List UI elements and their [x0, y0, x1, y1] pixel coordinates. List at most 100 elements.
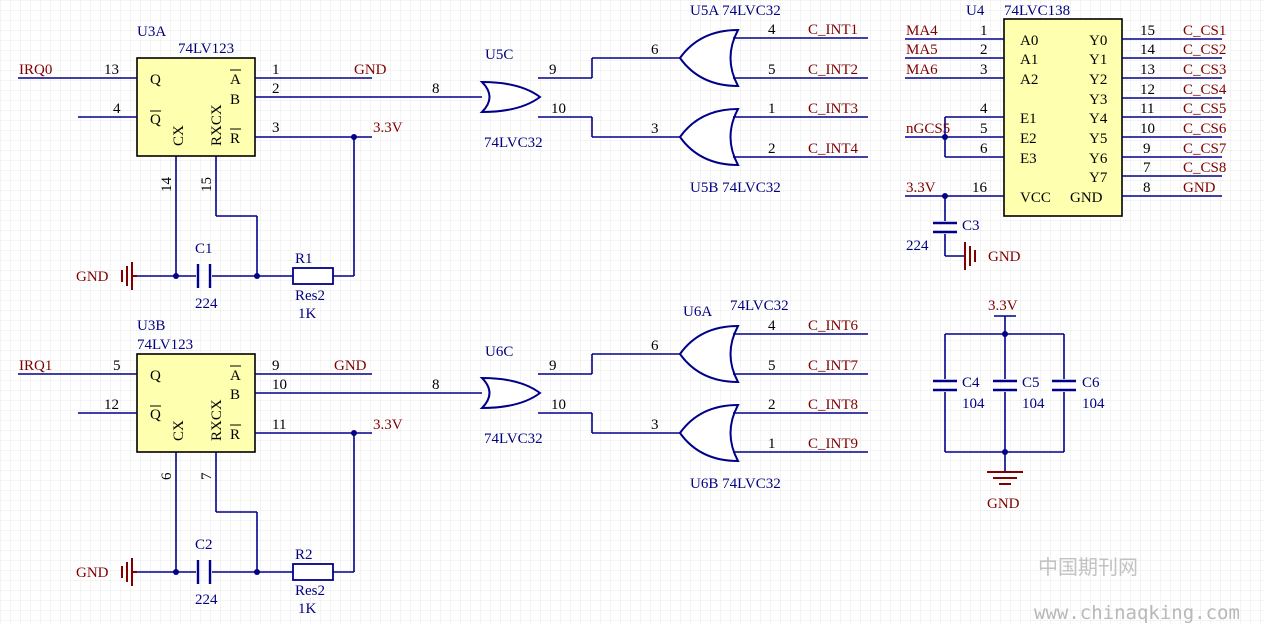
- u5a-or-gate: U5A 74LVC32 4 C_INT1 5 C_INT2: [678, 3, 868, 88]
- u4-pin-y5: Y5: [1089, 131, 1107, 147]
- u4-pin-y2: Y2: [1089, 72, 1107, 88]
- u3b-monostable: U3B 74LV123 Q Q A B R CX RXCX IRQ1 5 12 …: [18, 318, 482, 617]
- u3b-q-label: Q: [150, 368, 161, 384]
- u4-output-wires: [1122, 38, 1222, 197]
- u3b-cx-label: CX: [171, 420, 187, 441]
- c3-gnd-label: GND: [988, 249, 1021, 265]
- u3b-pin7: 7: [199, 472, 215, 480]
- c-int3-label: C_INT3: [808, 101, 858, 117]
- c1-gnd-label: GND: [76, 269, 109, 285]
- decoupling-capacitors: 3.3V C4 104 C5 104 C6 104 GND: [933, 298, 1105, 512]
- u5b-or-gate: U5B 74LVC32 1 C_INT3 2 C_INT4: [678, 101, 868, 196]
- u6a-part: 74LVC32: [730, 298, 789, 314]
- u4-num-14: 14: [1140, 42, 1156, 58]
- u3a-pin1: 1: [272, 62, 280, 78]
- u3a-pin15: 15: [199, 177, 215, 192]
- u4-pin-a2: A2: [1020, 72, 1038, 88]
- u3a-r-label: R: [230, 131, 240, 147]
- u5c-pin9: 9: [549, 62, 557, 78]
- c-int9-label: C_INT9: [808, 436, 858, 452]
- ground-symbol: [987, 471, 1023, 485]
- c5-value: 104: [1022, 396, 1045, 412]
- c-cs5-label: C_CS5: [1183, 101, 1226, 117]
- u5b-symbol: [678, 107, 740, 167]
- u3b-ref: U3B: [137, 318, 165, 334]
- u6c-part: 74LVC32: [484, 431, 543, 447]
- c1-junction-right: [254, 273, 260, 279]
- u4-pin-y6: Y6: [1089, 151, 1108, 167]
- c-int2-label: C_INT2: [808, 62, 858, 78]
- u6c-ref: U6C: [485, 344, 513, 360]
- c-cs4-label: C_CS4: [1183, 82, 1227, 98]
- r2-ref: R2: [295, 547, 313, 563]
- u4-pin-y4: Y4: [1089, 111, 1108, 127]
- c-cs8-label: C_CS8: [1183, 160, 1226, 176]
- u4-right-pins: Y0 Y1 Y2 Y3 Y4 Y5 Y6 Y7 GND: [1070, 33, 1108, 206]
- u3b-gnd-label: GND: [334, 358, 367, 374]
- u3b-pin11: 11: [272, 417, 286, 433]
- u3b-rxcx-label: RXCX: [209, 399, 225, 441]
- u4-pin-a1: A1: [1020, 52, 1038, 68]
- u4-num-3: 3: [980, 62, 988, 78]
- u3a-pin3: 3: [272, 120, 280, 136]
- u3b-qn-label: Q: [150, 407, 161, 423]
- u6b-pin1: 1: [768, 436, 776, 452]
- u4-num-5: 5: [980, 121, 988, 137]
- c-int4-label: C_INT4: [808, 141, 858, 157]
- u4-num-8: 8: [1143, 180, 1151, 196]
- r2-type: Res2: [295, 583, 325, 599]
- c-cs2-label: C_CS2: [1183, 42, 1226, 58]
- r1-body: [292, 267, 334, 285]
- u5b-pin2: 2: [768, 141, 776, 157]
- r2-value: 1K: [298, 601, 317, 617]
- u4-num-11: 11: [1140, 101, 1154, 117]
- u3a-ref: U3A: [137, 24, 166, 40]
- u4-pin-y0: Y0: [1089, 33, 1107, 49]
- c4-value: 104: [962, 396, 985, 412]
- u5a-symbol: [678, 28, 740, 88]
- c2-value: 224: [195, 592, 218, 608]
- u3a-monostable: U3A 74LV123 Q Q A B R CX RXCX IRQ0 13 4 …: [18, 24, 482, 322]
- u5c-ref: U5C: [485, 47, 513, 63]
- ma6-net-label: MA6: [906, 62, 938, 78]
- u6c-pin10: 10: [551, 397, 566, 413]
- c-int7-label: C_INT7: [808, 358, 858, 374]
- u3a-pin13: 13: [104, 62, 119, 78]
- c3-value: 224: [906, 238, 929, 254]
- c-cs6-label: C_CS6: [1183, 121, 1227, 137]
- watermark-url: www.chinaqking.com: [1034, 602, 1240, 624]
- c1-value: 224: [195, 296, 218, 312]
- u5c-symbol: [479, 80, 542, 114]
- ground-symbol: [121, 262, 137, 290]
- ground-symbol: [964, 242, 976, 270]
- c2-gnd-label: GND: [76, 565, 109, 581]
- c6-ref: C6: [1082, 375, 1100, 391]
- u4-num-1: 1: [980, 23, 988, 39]
- u4-num-9: 9: [1143, 141, 1151, 157]
- c-int1-label: C_INT1: [808, 22, 858, 38]
- r1-value: 1K: [298, 306, 317, 322]
- u4-ref: U4: [966, 3, 985, 19]
- u3a-b-label: B: [230, 92, 240, 108]
- u3a-cx-label: CX: [171, 125, 187, 146]
- decoupling-gnd-label: GND: [987, 496, 1020, 512]
- u6c-pin9: 9: [549, 358, 557, 374]
- e-junction: [942, 134, 948, 140]
- u4-pin-y7: Y7: [1089, 170, 1108, 186]
- u5b-pin1: 1: [768, 101, 776, 117]
- c1-junction-left: [173, 273, 179, 279]
- u6b-pin3: 3: [651, 417, 659, 433]
- decoupling-33v-label: 3.3V: [988, 298, 1018, 314]
- c-int6-label: C_INT6: [808, 318, 858, 334]
- u3a-qn-label: Q: [150, 112, 161, 128]
- u4-part: 74LVC138: [1004, 3, 1070, 19]
- c-cs7-label: C_CS7: [1183, 141, 1227, 157]
- irq0-net-label: IRQ0: [19, 62, 52, 78]
- u5a-pin6: 6: [651, 42, 659, 58]
- u3b-pin10: 10: [272, 377, 287, 393]
- c6-value: 104: [1082, 396, 1105, 412]
- u4-gnd-label: GND: [1183, 180, 1216, 196]
- u6c-symbol: [479, 376, 542, 410]
- u4-num-10: 10: [1140, 121, 1155, 137]
- c2-ref: C2: [195, 537, 213, 553]
